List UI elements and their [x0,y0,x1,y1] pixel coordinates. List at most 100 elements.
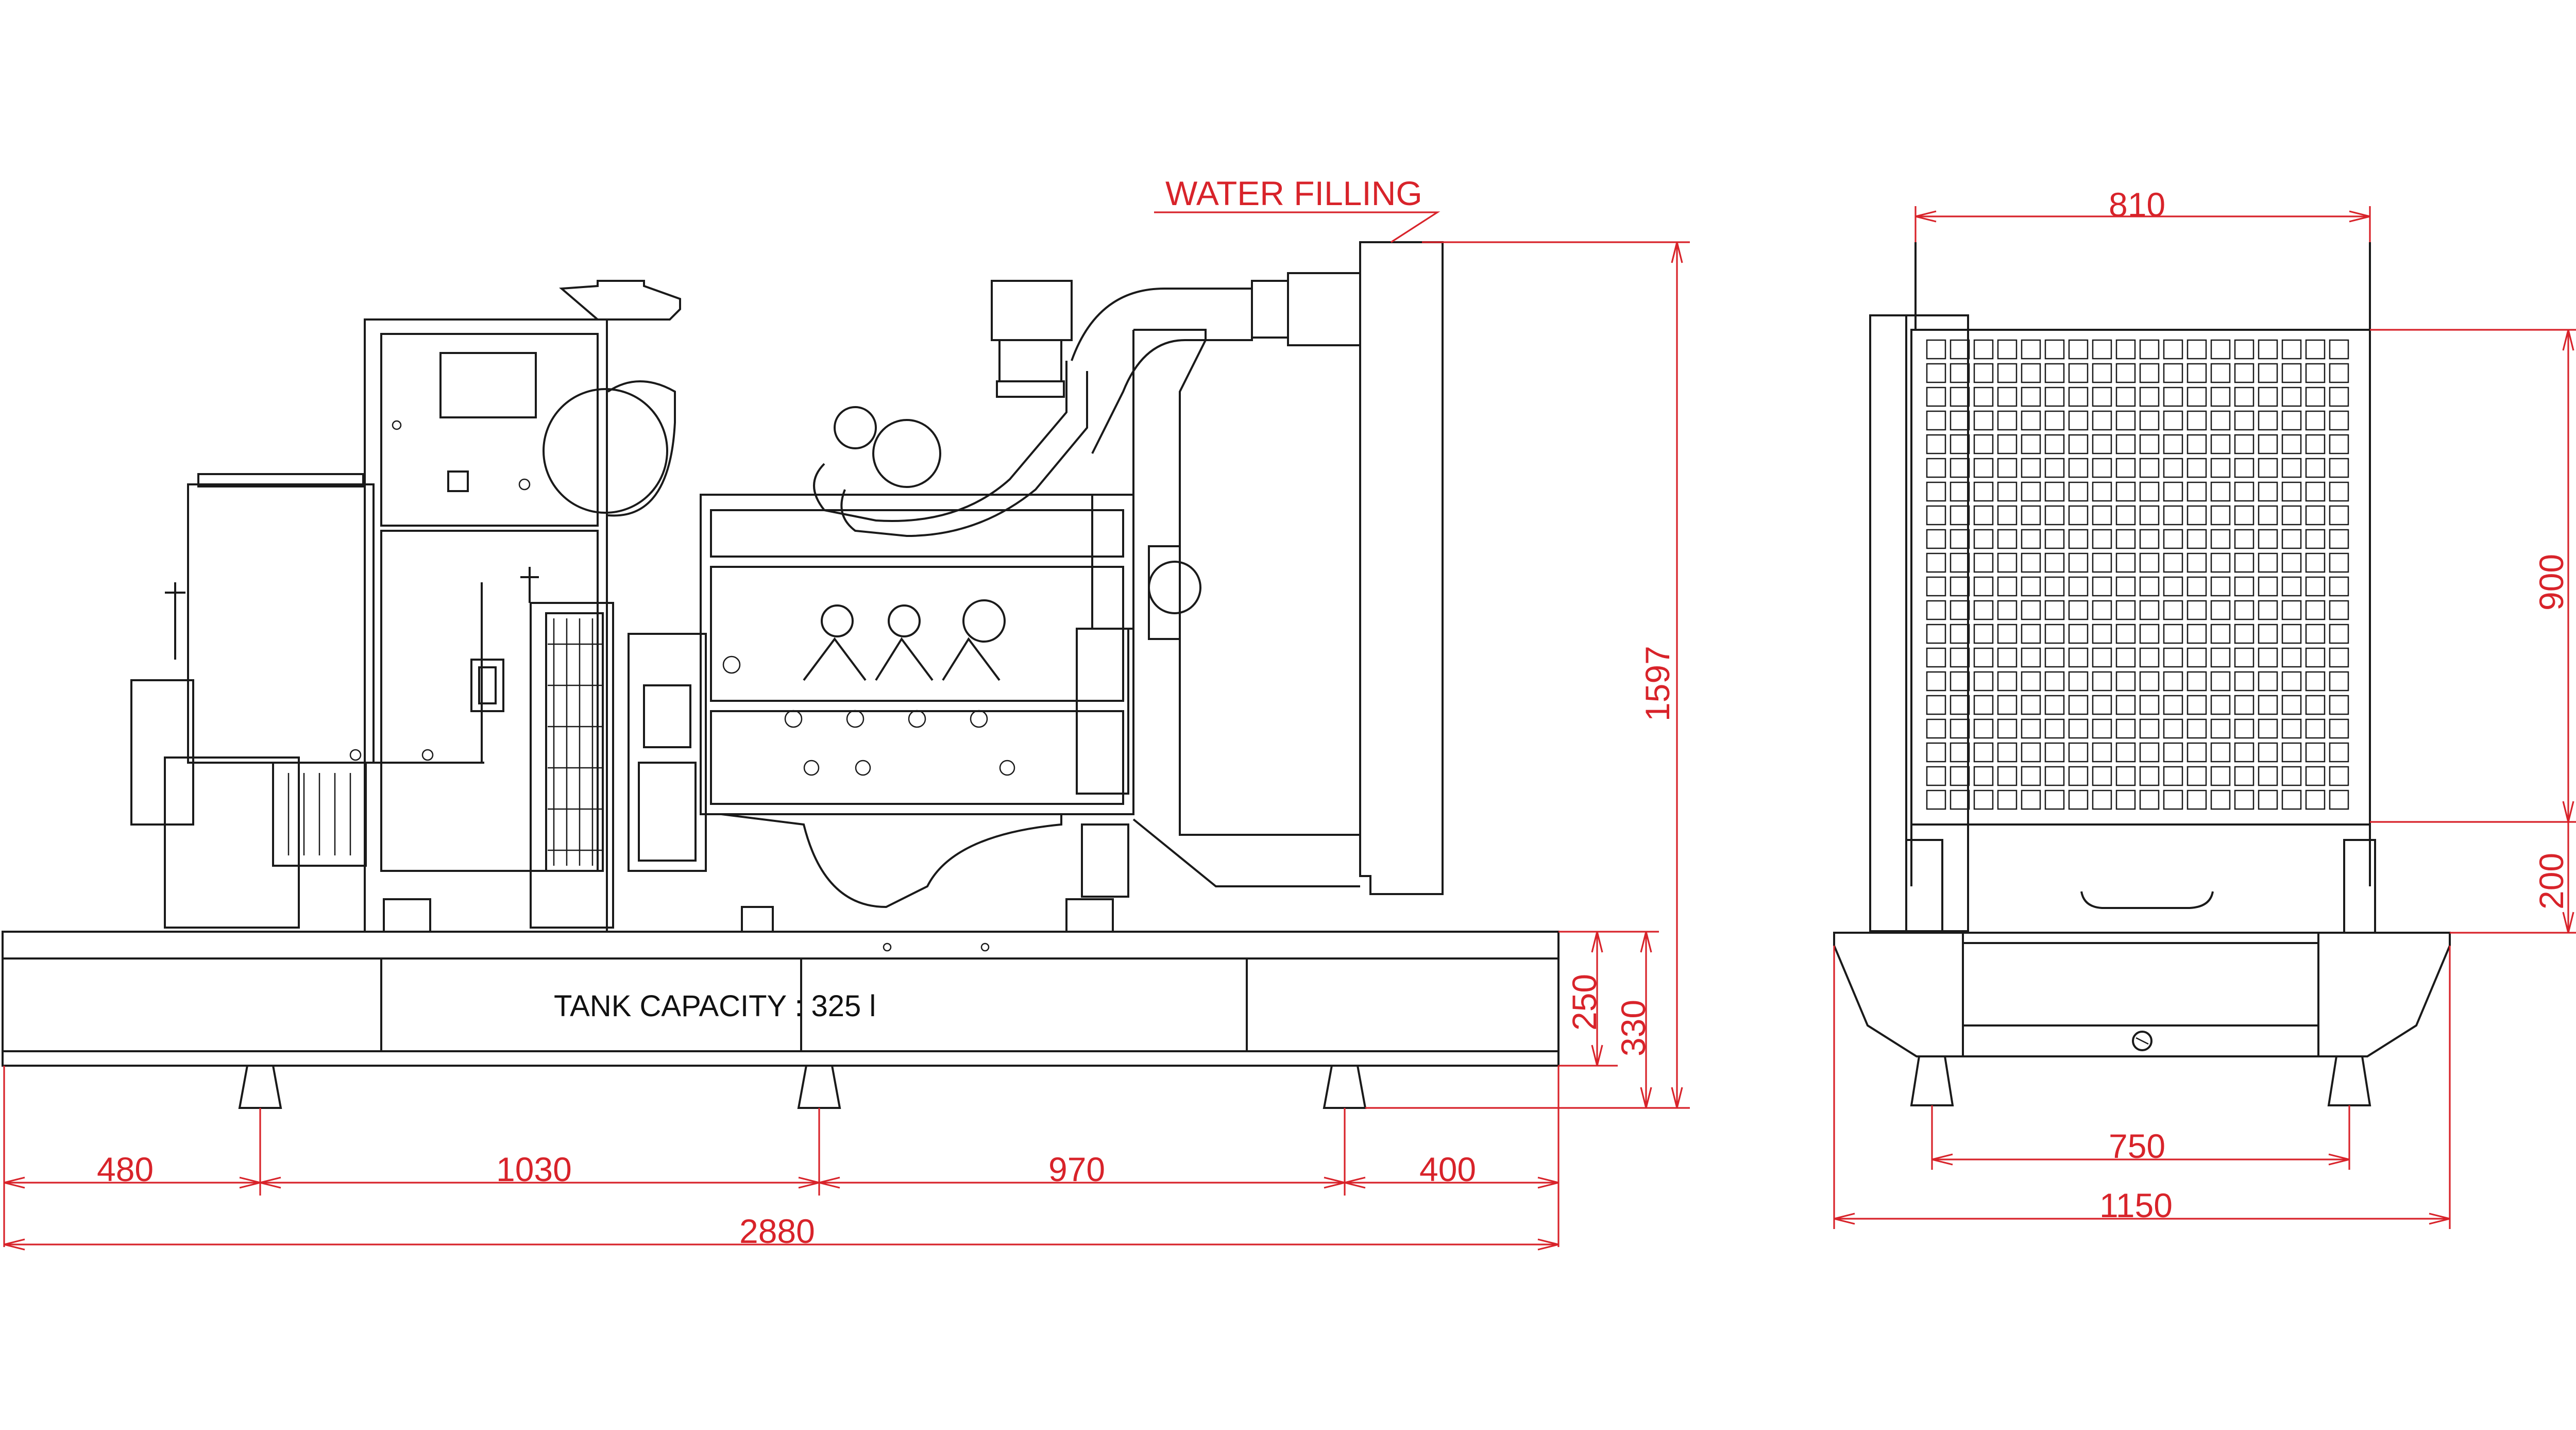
radiator-cell [2163,647,2183,668]
radiator-cell [2092,671,2112,692]
radiator-cell [2021,481,2041,502]
alternator [130,473,375,929]
radiator-cell [2187,552,2207,573]
radiator-cell [2021,766,2041,786]
radiator-cell [2281,434,2302,455]
radiator-cell [2139,458,2160,478]
radiator-cell [2305,505,2326,526]
dim-1150: 1150 [2099,1186,2173,1224]
radiator-cell [1950,671,1970,692]
radiator-side [520,567,614,929]
radiator-cell [2258,695,2278,715]
radiator-cell [2139,386,2160,407]
radiator-cell [2163,671,2183,692]
radiator-cell [2210,718,2231,739]
radiator-cell [2258,458,2278,478]
radiator-cell [1926,671,1946,692]
radiator-cell [1997,363,2018,383]
radiator-cell [2092,695,2112,715]
radiator-cell [2139,766,2160,786]
radiator-cell [2258,410,2278,431]
radiator-cell [2115,458,2136,478]
radiator-cell [1926,624,1946,644]
radiator-cell [2021,576,2041,597]
radiator-cell [2092,647,2112,668]
radiator-cell [2187,529,2207,549]
radiator-cell [1950,410,1970,431]
radiator-cell [2163,718,2183,739]
radiator-cell [2115,505,2136,526]
exhaust-pipe [1071,272,1361,454]
radiator-cell [2021,789,2041,810]
radiator-cell [2044,647,2065,668]
radiator-cell [2068,671,2089,692]
radiator-cell [2163,434,2183,455]
radiator-cell [2329,624,2349,644]
radiator-cell [2258,505,2278,526]
radiator-cell [2305,600,2326,620]
radiator-cell [2139,505,2160,526]
radiator-cell [2068,600,2089,620]
radiator-cell [1997,386,2018,407]
radiator-cell [1973,576,1994,597]
radiator-cell [2258,576,2278,597]
radiator-cell [1950,789,1970,810]
radiator-cell [2281,410,2302,431]
radiator-cell [2281,718,2302,739]
radiator-cell [2115,363,2136,383]
radiator-cell [2305,458,2326,478]
dim-400: 400 [1419,1150,1476,1188]
radiator-cell [2258,718,2278,739]
radiator-cell [2258,600,2278,620]
radiator-cell [2139,410,2160,431]
radiator-cell [2139,600,2160,620]
radiator-cell [2021,434,2041,455]
radiator-cell [2258,434,2278,455]
radiator-cell [2021,671,2041,692]
side-dimensions: 480 1030 970 400 2880 1597 250 330 [3,241,1690,1251]
radiator-cell [2092,529,2112,549]
radiator-cell [2021,600,2041,620]
control-panel [349,318,608,933]
radiator-cell [2068,552,2089,573]
radiator-cell [1926,766,1946,786]
radiator-cell [1950,386,1970,407]
radiator-cell [2163,410,2183,431]
radiator-cell [2305,576,2326,597]
radiator-cell [2139,481,2160,502]
radiator-cell [2163,458,2183,478]
radiator-cell [2068,505,2089,526]
radiator-cell [2021,339,2041,360]
radiator-cell [1997,458,2018,478]
radiator-cell [2163,363,2183,383]
radiator-cell [2234,386,2255,407]
radiator-cell [2329,742,2349,763]
radiator-cell [1926,718,1946,739]
radiator-cell [2329,766,2349,786]
dim-2880: 2880 [739,1212,815,1250]
radiator-housing [1081,241,1444,898]
radiator-cell [2163,386,2183,407]
radiator-cell [2068,742,2089,763]
radiator-cell [2210,647,2231,668]
radiator-cell [1926,363,1946,383]
radiator-cell [2115,695,2136,715]
radiator-cell [2187,766,2207,786]
radiator-cell [2210,766,2231,786]
radiator-cell [1926,481,1946,502]
radiator-cell [2044,434,2065,455]
radiator-cell [2139,718,2160,739]
radiator-cell [2210,695,2231,715]
radiator-cell [2139,789,2160,810]
radiator-cell [1973,600,1994,620]
radiator-cell [2305,671,2326,692]
radiator-cell [2329,600,2349,620]
radiator-cell [2210,552,2231,573]
dim-1030: 1030 [496,1150,572,1188]
radiator-cell [2187,576,2207,597]
radiator-cell [2281,386,2302,407]
radiator-cell [2092,458,2112,478]
radiator-cell [2234,434,2255,455]
radiator-cell [2092,718,2112,739]
radiator-cell [2092,481,2112,502]
